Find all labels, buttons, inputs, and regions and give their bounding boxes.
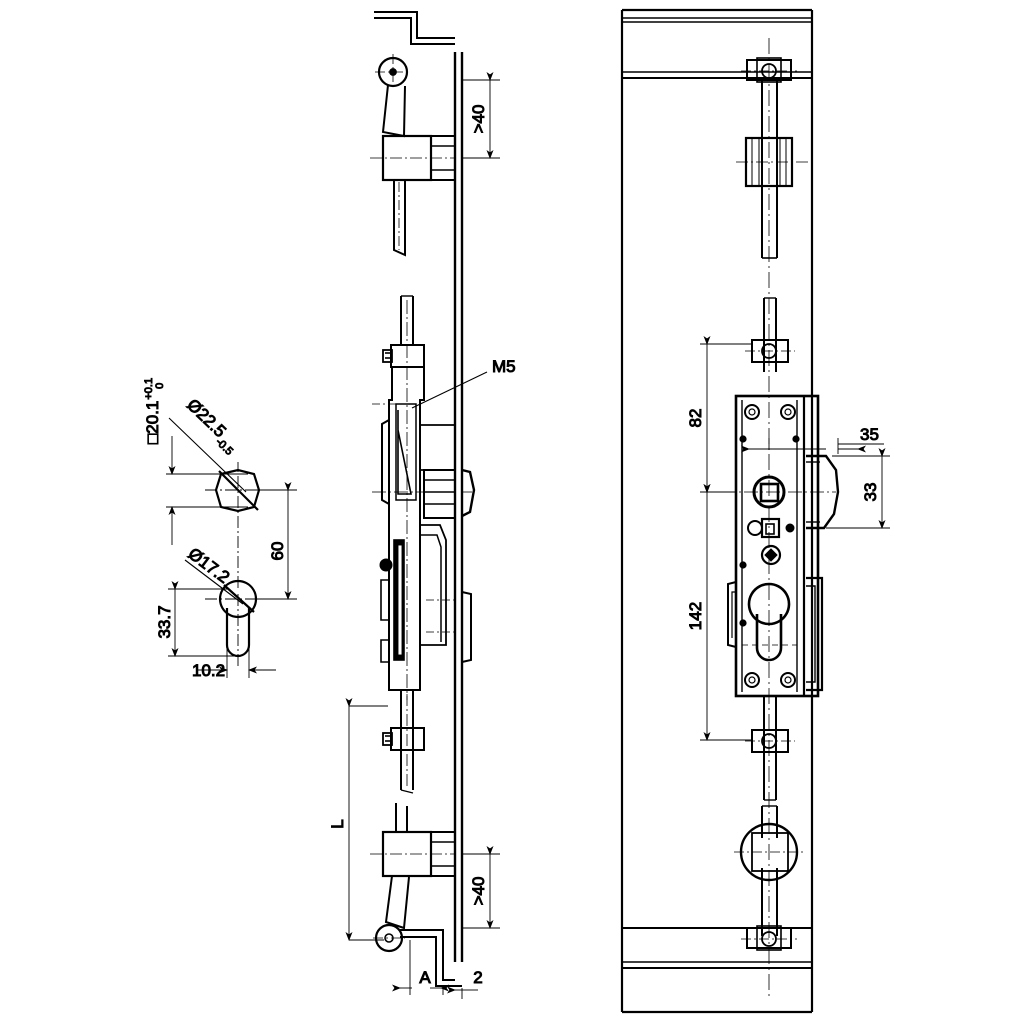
dead-bolt bbox=[806, 576, 824, 692]
keyway-width-dimension bbox=[196, 648, 276, 678]
hole-spacing-label: 60 bbox=[268, 542, 287, 561]
latch-height-dimension bbox=[826, 448, 890, 529]
latch-projection-dimension bbox=[741, 438, 884, 454]
square-hole-tol-lower: 0 bbox=[154, 383, 166, 389]
right-view: 82 142 35 33 bbox=[620, 8, 890, 1014]
bottom-clearance-label: >40 bbox=[469, 877, 488, 906]
top-clearance-dimension bbox=[462, 72, 500, 159]
lower-offset-dimension bbox=[168, 581, 236, 657]
adjuster-screw bbox=[760, 544, 782, 566]
square-symbol: □ bbox=[143, 434, 162, 444]
thread-callout-leader bbox=[411, 371, 488, 409]
top-roller-cam bbox=[736, 136, 812, 188]
top-drive-rod bbox=[761, 80, 778, 259]
middle-view: >40 bbox=[328, 11, 516, 999]
central-gearbox bbox=[372, 295, 476, 700]
bottom-keeper bbox=[741, 925, 797, 951]
offset-a-label: A bbox=[419, 968, 431, 987]
dim-33-label: 33 bbox=[861, 483, 880, 502]
lower-offset-label: 33.7 bbox=[155, 605, 174, 638]
bottom-rod-assembly bbox=[370, 690, 462, 987]
square-hole-tol-upper: +0.1 bbox=[143, 378, 155, 400]
overall-length-dimension bbox=[345, 698, 388, 941]
upper-connecting-rod bbox=[763, 297, 777, 372]
bottom-round-cam bbox=[734, 805, 804, 936]
bottom-offset-dimensions bbox=[392, 940, 478, 999]
detail-left-view: □20.1+0.10 Ø22.5-0.5 Ø17.2 60 33.7 10.2 bbox=[143, 377, 297, 681]
square-cutout-shape bbox=[214, 468, 261, 513]
thread-callout-label: M5 bbox=[492, 357, 516, 376]
case-left-lugs bbox=[727, 581, 737, 648]
top-keeper bbox=[741, 57, 797, 83]
frame-profile bbox=[620, 8, 814, 1014]
bottom-clearance-dimension bbox=[462, 846, 500, 929]
round-hole-leader bbox=[168, 417, 247, 493]
lower-rod-coupler bbox=[745, 729, 795, 753]
hole-spacing-dimension bbox=[253, 482, 297, 600]
cylinder-hole-leader bbox=[184, 559, 244, 605]
dim-35-label: 35 bbox=[860, 425, 879, 444]
top-roller-assembly bbox=[370, 11, 455, 257]
overall-length-label: L bbox=[328, 819, 347, 828]
latch-bolt-head bbox=[806, 454, 840, 530]
offset-2-label: 2 bbox=[473, 968, 482, 987]
top-clearance-label: >40 bbox=[469, 105, 488, 134]
square-hole-dimension bbox=[166, 436, 248, 545]
square-hole-label: □20.1+0.10 bbox=[143, 378, 166, 444]
lower-connecting-rod bbox=[763, 696, 777, 801]
upper-rod-coupler bbox=[745, 339, 795, 363]
cylinder-keyhole bbox=[747, 582, 791, 662]
dim-82-label: 82 bbox=[686, 409, 705, 428]
auxiliary-ports bbox=[747, 517, 795, 539]
backset-dimensions bbox=[700, 336, 752, 741]
keyway-width-label: 10.2 bbox=[192, 661, 225, 680]
square-hole-value: 20.1 bbox=[143, 401, 162, 434]
dim-142-label: 142 bbox=[686, 602, 705, 630]
